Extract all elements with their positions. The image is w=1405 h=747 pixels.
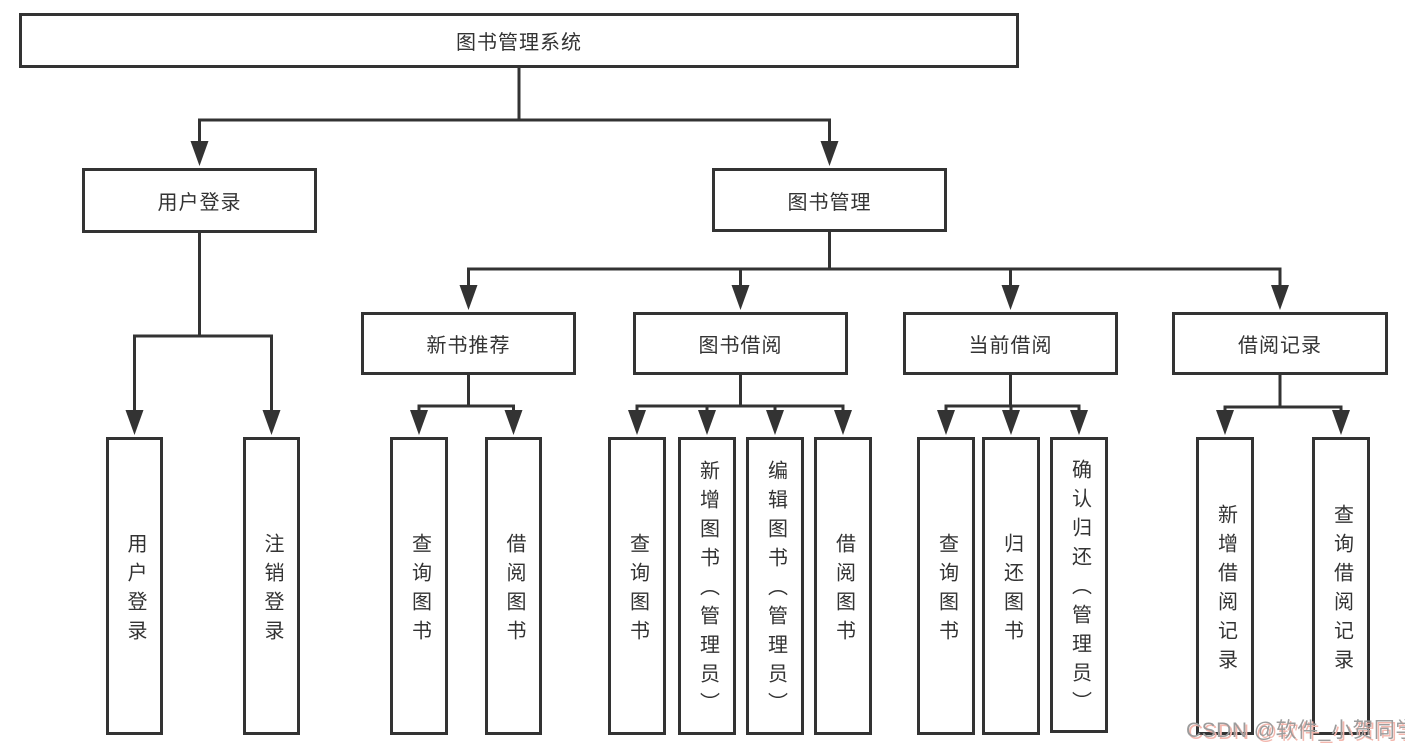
node-book-management: 图书管理 [712,168,947,232]
node-leaf-query-books-borrow: 查询图书 [608,437,666,735]
node-leaf-logout: 注销登录 [243,437,300,735]
leaf-label: 查询图书 [935,532,958,649]
leaf-label: 归还图书 [1000,532,1023,649]
node-user-login: 用户登录 [82,168,317,233]
leaf-label: 新增图书（管理员） [696,460,719,721]
node-leaf-query-borrow-record: 查询借阅记录 [1312,437,1370,735]
leaf-label: 借阅图书 [503,532,525,649]
leaf-label: 查询借阅记录 [1330,503,1353,678]
node-leaf-borrow-books: 借阅图书 [814,437,872,735]
leaf-label: 确认归还（管理员） [1068,459,1091,720]
leaf-label: 查询图书 [626,532,649,649]
node-new-book-recommend: 新书推荐 [361,312,576,375]
watermark: CSDN @软件_小贺同学 [1186,719,1405,742]
node-leaf-borrow-books-recommend: 借阅图书 [485,437,542,735]
leaf-label: 查询图书 [408,532,431,649]
arrowheads [125,141,1350,435]
node-leaf-confirm-return-admin: 确认归还（管理员） [1050,437,1108,733]
node-leaf-user-login: 用户登录 [106,437,163,735]
node-leaf-add-book-admin: 新增图书（管理员） [678,437,736,735]
node-leaf-query-books-current: 查询图书 [917,437,975,735]
leaf-label: 用户登录 [124,532,146,649]
leaf-label: 编辑图书（管理员） [764,460,787,721]
node-current-borrow: 当前借阅 [903,312,1118,375]
leaf-label: 借阅图书 [832,532,855,649]
node-leaf-query-books-recommend: 查询图书 [390,437,448,735]
node-leaf-return-book: 归还图书 [982,437,1040,735]
node-borrow-records: 借阅记录 [1172,312,1388,375]
leaf-label: 新增借阅记录 [1214,503,1237,678]
node-book-borrow: 图书借阅 [633,312,848,375]
node-leaf-edit-book-admin: 编辑图书（管理员） [746,437,804,735]
node-leaf-add-borrow-record: 新增借阅记录 [1196,437,1254,735]
node-root-system: 图书管理系统 [19,13,1019,68]
leaf-label: 注销登录 [261,532,283,649]
